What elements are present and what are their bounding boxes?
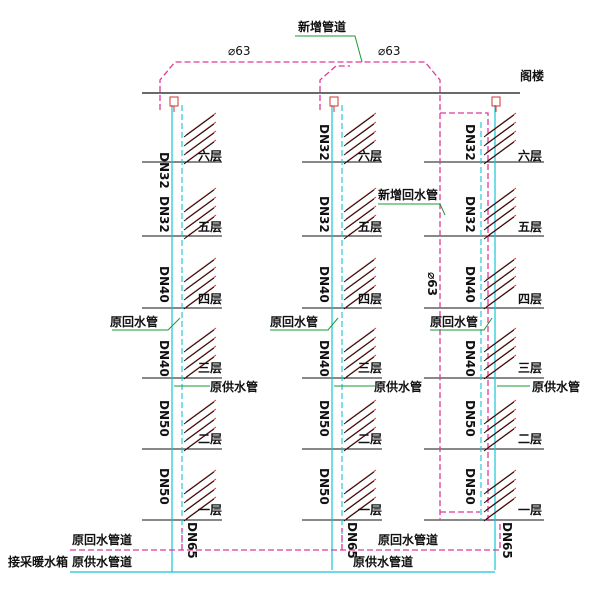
svg-text:DN65: DN65 bbox=[500, 522, 514, 559]
radiator-icon bbox=[483, 257, 517, 310]
radiator-icon bbox=[183, 257, 217, 310]
label-leaders bbox=[112, 35, 530, 387]
svg-text:五层: 五层 bbox=[358, 220, 382, 234]
return-label-b: 原回水管 bbox=[270, 314, 318, 329]
svg-text:六层: 六层 bbox=[198, 148, 222, 163]
svg-text:三层: 三层 bbox=[198, 361, 222, 375]
svg-text:DN40: DN40 bbox=[157, 266, 171, 303]
air-vent-icons bbox=[169, 96, 501, 112]
svg-text:DN50: DN50 bbox=[157, 468, 171, 505]
radiator-icon bbox=[343, 327, 377, 380]
svg-text:DN65: DN65 bbox=[345, 522, 359, 559]
radiator-icon bbox=[343, 187, 377, 240]
svg-text:四层: 四层 bbox=[198, 292, 222, 306]
floor-labels-a: 六层 五层 四层 三层 二层 一层 bbox=[198, 148, 222, 517]
svg-text:一层: 一层 bbox=[518, 503, 542, 517]
attic-label: 阁楼 bbox=[520, 68, 544, 83]
svg-text:一层: 一层 bbox=[358, 503, 382, 517]
pipe-diameter-left: ⌀63 bbox=[228, 44, 251, 58]
radiator-icon bbox=[483, 112, 517, 165]
supply-label-a: 原供水管 bbox=[210, 379, 258, 394]
radiator-icon bbox=[343, 399, 377, 452]
svg-text:五层: 五层 bbox=[198, 220, 222, 234]
svg-text:DN32: DN32 bbox=[157, 196, 171, 233]
supply-label-c: 原供水管 bbox=[532, 379, 580, 394]
svg-text:DN40: DN40 bbox=[317, 340, 331, 377]
supply-duct-left: 原供水管道 bbox=[72, 554, 132, 569]
radiator-icon bbox=[183, 327, 217, 380]
svg-text:四层: 四层 bbox=[518, 292, 542, 306]
supply-label-b: 原供水管 bbox=[374, 379, 422, 394]
new-return-loop bbox=[440, 112, 489, 522]
floor-labels-b: 六层 五层 四层 三层 二层 一层 bbox=[358, 148, 382, 517]
pipe-sizes-c: DN32 DN32 DN40 DN40 DN50 DN50 DN65 bbox=[463, 124, 514, 559]
svg-text:DN40: DN40 bbox=[157, 340, 171, 377]
radiator-icon bbox=[183, 112, 217, 165]
floor-lines-c bbox=[424, 161, 544, 521]
new-pipe-label: 新增管道 bbox=[298, 19, 346, 34]
svg-text:DN32: DN32 bbox=[463, 196, 477, 233]
svg-text:DN65: DN65 bbox=[185, 522, 199, 559]
svg-text:DN32: DN32 bbox=[317, 124, 331, 161]
radiator-icon bbox=[483, 187, 517, 240]
bottom-mains bbox=[70, 522, 501, 573]
return-duct-right: 原回水管道 bbox=[378, 532, 438, 547]
svg-text:DN32: DN32 bbox=[463, 124, 477, 161]
svg-text:二层: 二层 bbox=[198, 432, 222, 446]
svg-text:三层: 三层 bbox=[358, 361, 382, 375]
svg-text:六层: 六层 bbox=[358, 148, 382, 163]
svg-text:一层: 一层 bbox=[198, 503, 222, 517]
new-pipe-top bbox=[159, 61, 441, 520]
svg-text:五层: 五层 bbox=[518, 220, 542, 234]
return-label-a: 原回水管 bbox=[110, 314, 158, 329]
radiator-icon bbox=[183, 399, 217, 452]
svg-text:DN32: DN32 bbox=[317, 196, 331, 233]
new-return-diameter: ⌀63 bbox=[425, 272, 439, 296]
svg-text:六层: 六层 bbox=[518, 148, 542, 163]
radiator-icon bbox=[343, 112, 377, 165]
supply-duct-right: 原供水管道 bbox=[353, 554, 413, 569]
svg-text:DN40: DN40 bbox=[317, 266, 331, 303]
svg-text:DN50: DN50 bbox=[463, 400, 477, 437]
pipe-diameter-right: ⌀63 bbox=[378, 44, 401, 58]
svg-text:DN40: DN40 bbox=[463, 340, 477, 377]
supply-risers bbox=[171, 105, 496, 570]
svg-text:四层: 四层 bbox=[358, 292, 382, 306]
radiator-icon bbox=[483, 327, 517, 380]
floor-labels-c: 六层 五层 四层 三层 二层 一层 bbox=[518, 148, 542, 517]
return-label-c: 原回水管 bbox=[430, 314, 478, 329]
svg-text:二层: 二层 bbox=[518, 432, 542, 446]
radiator-icon bbox=[183, 469, 217, 522]
svg-text:DN50: DN50 bbox=[157, 400, 171, 437]
svg-text:DN40: DN40 bbox=[463, 266, 477, 303]
return-duct-left: 原回水管道 bbox=[72, 532, 132, 547]
svg-text:DN50: DN50 bbox=[463, 468, 477, 505]
radiator-icon bbox=[483, 399, 517, 452]
radiator-icon bbox=[183, 187, 217, 240]
svg-text:三层: 三层 bbox=[518, 361, 542, 375]
svg-text:DN50: DN50 bbox=[317, 400, 331, 437]
svg-text:DN32: DN32 bbox=[157, 152, 171, 189]
radiator-icon bbox=[343, 469, 377, 522]
heating-tank-label: 接采暖水箱 bbox=[8, 554, 68, 569]
new-return-label: 新增回水管 bbox=[378, 187, 438, 202]
pipe-sizes-a: DN32 DN32 DN40 DN40 DN50 DN50 DN65 bbox=[157, 152, 199, 559]
radiator-icon bbox=[343, 257, 377, 310]
radiator-icons bbox=[183, 112, 517, 522]
svg-text:二层: 二层 bbox=[358, 432, 382, 446]
pipe-sizes-b: DN32 DN32 DN40 DN40 DN50 DN50 DN65 bbox=[317, 124, 359, 559]
radiator-icon bbox=[483, 469, 517, 522]
svg-text:DN50: DN50 bbox=[317, 468, 331, 505]
